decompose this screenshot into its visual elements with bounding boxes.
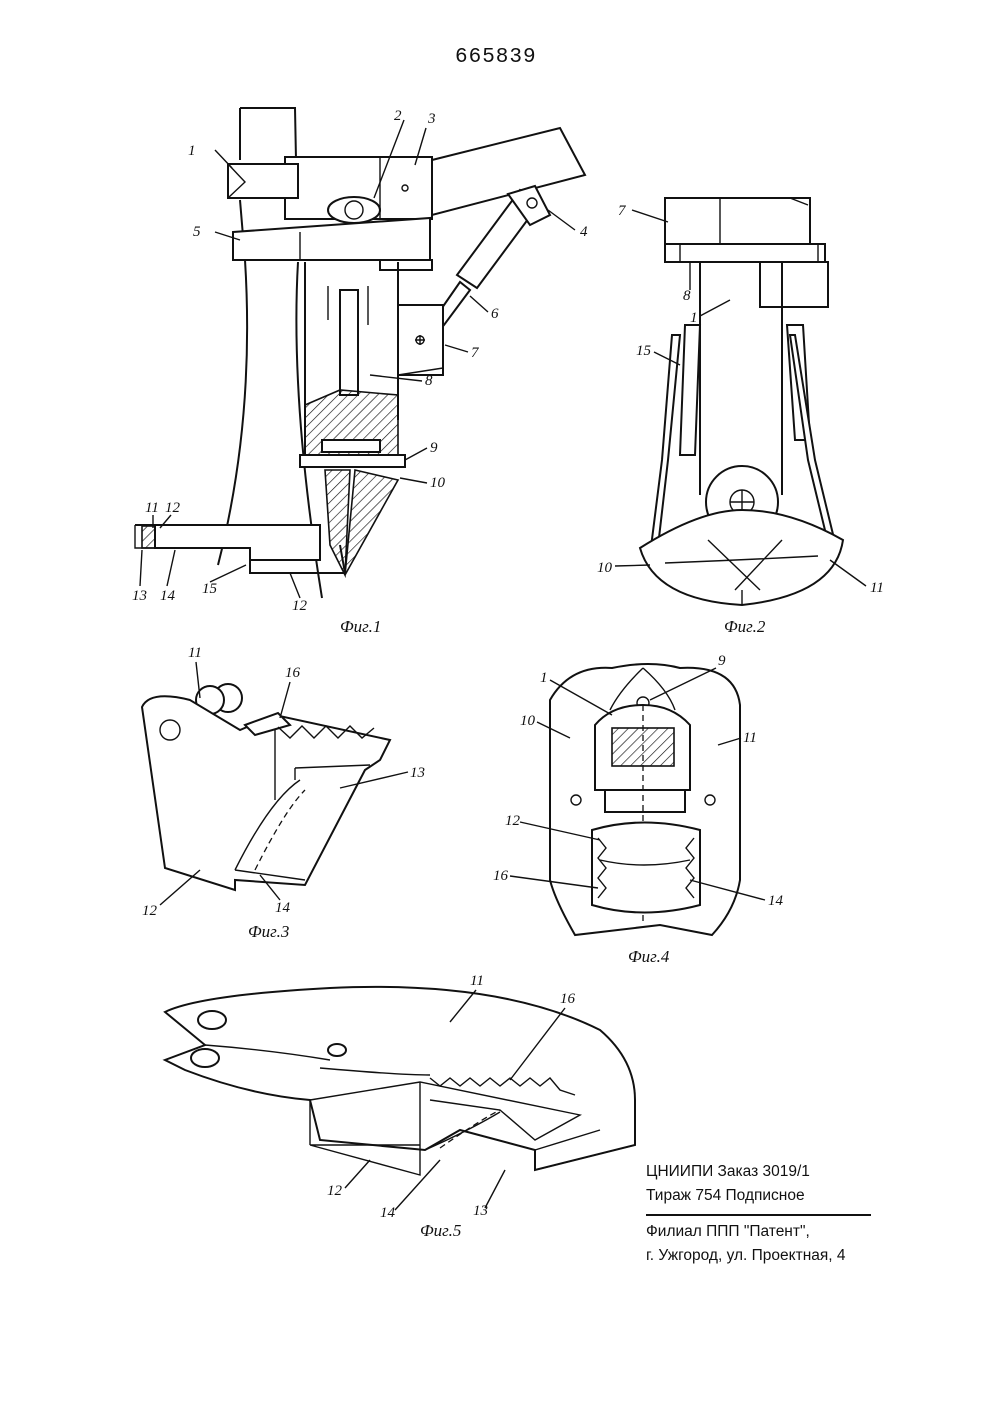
fig5-label-12: 12 <box>327 1183 343 1199</box>
imprint-divider <box>646 1214 871 1216</box>
fig3-label-13: 13 <box>410 765 425 781</box>
figure-1: 1 2 3 4 5 6 7 8 9 10 11 12 13 14 15 12 Ф… <box>132 108 588 636</box>
fig4-label-9: 9 <box>718 653 726 669</box>
fig1-label-3: 3 <box>427 111 436 127</box>
fig1-label-7: 1 <box>188 143 196 159</box>
fig3-label-16: 16 <box>285 665 301 681</box>
fig2-label-1: 1 <box>690 310 698 326</box>
fig4-caption: Фиг.4 <box>628 947 670 966</box>
fig3-label-11: 11 <box>188 645 202 661</box>
fig3-label-12: 12 <box>142 903 158 919</box>
figure-5: 11 16 12 14 13 Фиг.5 <box>165 973 635 1240</box>
fig1-label-13: 14 <box>160 588 176 604</box>
fig2-caption: Фиг.2 <box>724 617 766 636</box>
fig3-label-14: 14 <box>275 900 291 916</box>
fig3-caption: Фиг.3 <box>248 922 289 941</box>
imprint-address: г. Ужгород, ул. Проектная, 4 <box>646 1244 886 1268</box>
fig2-label-15: 15 <box>636 343 652 359</box>
fig4-label-1: 1 <box>540 670 548 686</box>
figure-4: 1 9 10 11 12 16 14 Фиг.4 <box>493 653 784 966</box>
fig5-label-11: 11 <box>470 973 484 989</box>
fig5-label-14: 14 <box>380 1205 396 1221</box>
fig5-label-16: 16 <box>560 991 576 1007</box>
fig1-label-10: 11 <box>145 500 159 516</box>
fig4-label-10: 10 <box>520 713 536 729</box>
figure-2: 7 8 1 15 10 11 Фиг.2 <box>597 198 884 636</box>
imprint-block: ЦНИИПИ Заказ 3019/1 Тираж 754 Подписное … <box>646 1160 886 1268</box>
fig2-label-8: 8 <box>683 288 691 304</box>
fig1-label-2: 7 <box>471 345 480 361</box>
fig2-label-10: 10 <box>597 560 613 576</box>
fig1-label-6: 5 <box>193 224 201 240</box>
fig4-label-12: 12 <box>505 813 521 829</box>
imprint-branch: Филиал ППП "Патент", <box>646 1220 886 1244</box>
imprint-order: ЦНИИПИ Заказ 3019/1 <box>646 1160 886 1184</box>
fig1-label-12: 13 <box>132 588 147 604</box>
fig2-label-11: 11 <box>870 580 884 596</box>
fig1-label-4: 6 <box>491 306 499 322</box>
imprint-circulation: Тираж 754 Подписное <box>646 1184 886 1208</box>
fig1-caption: Фиг.1 <box>340 617 381 636</box>
fig5-caption: Фиг.5 <box>420 1221 461 1240</box>
fig1-label-8: 2 <box>394 108 402 124</box>
fig1-label-9: 9 <box>430 440 438 456</box>
fig2-label-7: 7 <box>618 203 627 219</box>
fig1-label-11: 12 <box>165 500 181 516</box>
fig1-label-1: 10 <box>430 475 446 491</box>
fig1-label-14: 15 <box>202 581 218 597</box>
fig4-label-16: 16 <box>493 868 509 884</box>
fig1-label-15: 8 <box>425 373 433 389</box>
fig4-label-14: 14 <box>768 893 784 909</box>
fig1-label-12b: 12 <box>292 598 308 614</box>
fig4-label-11: 11 <box>743 730 757 746</box>
figure-3: 11 16 13 12 14 Фиг.3 <box>142 645 425 941</box>
fig1-label-5: 4 <box>580 224 588 240</box>
